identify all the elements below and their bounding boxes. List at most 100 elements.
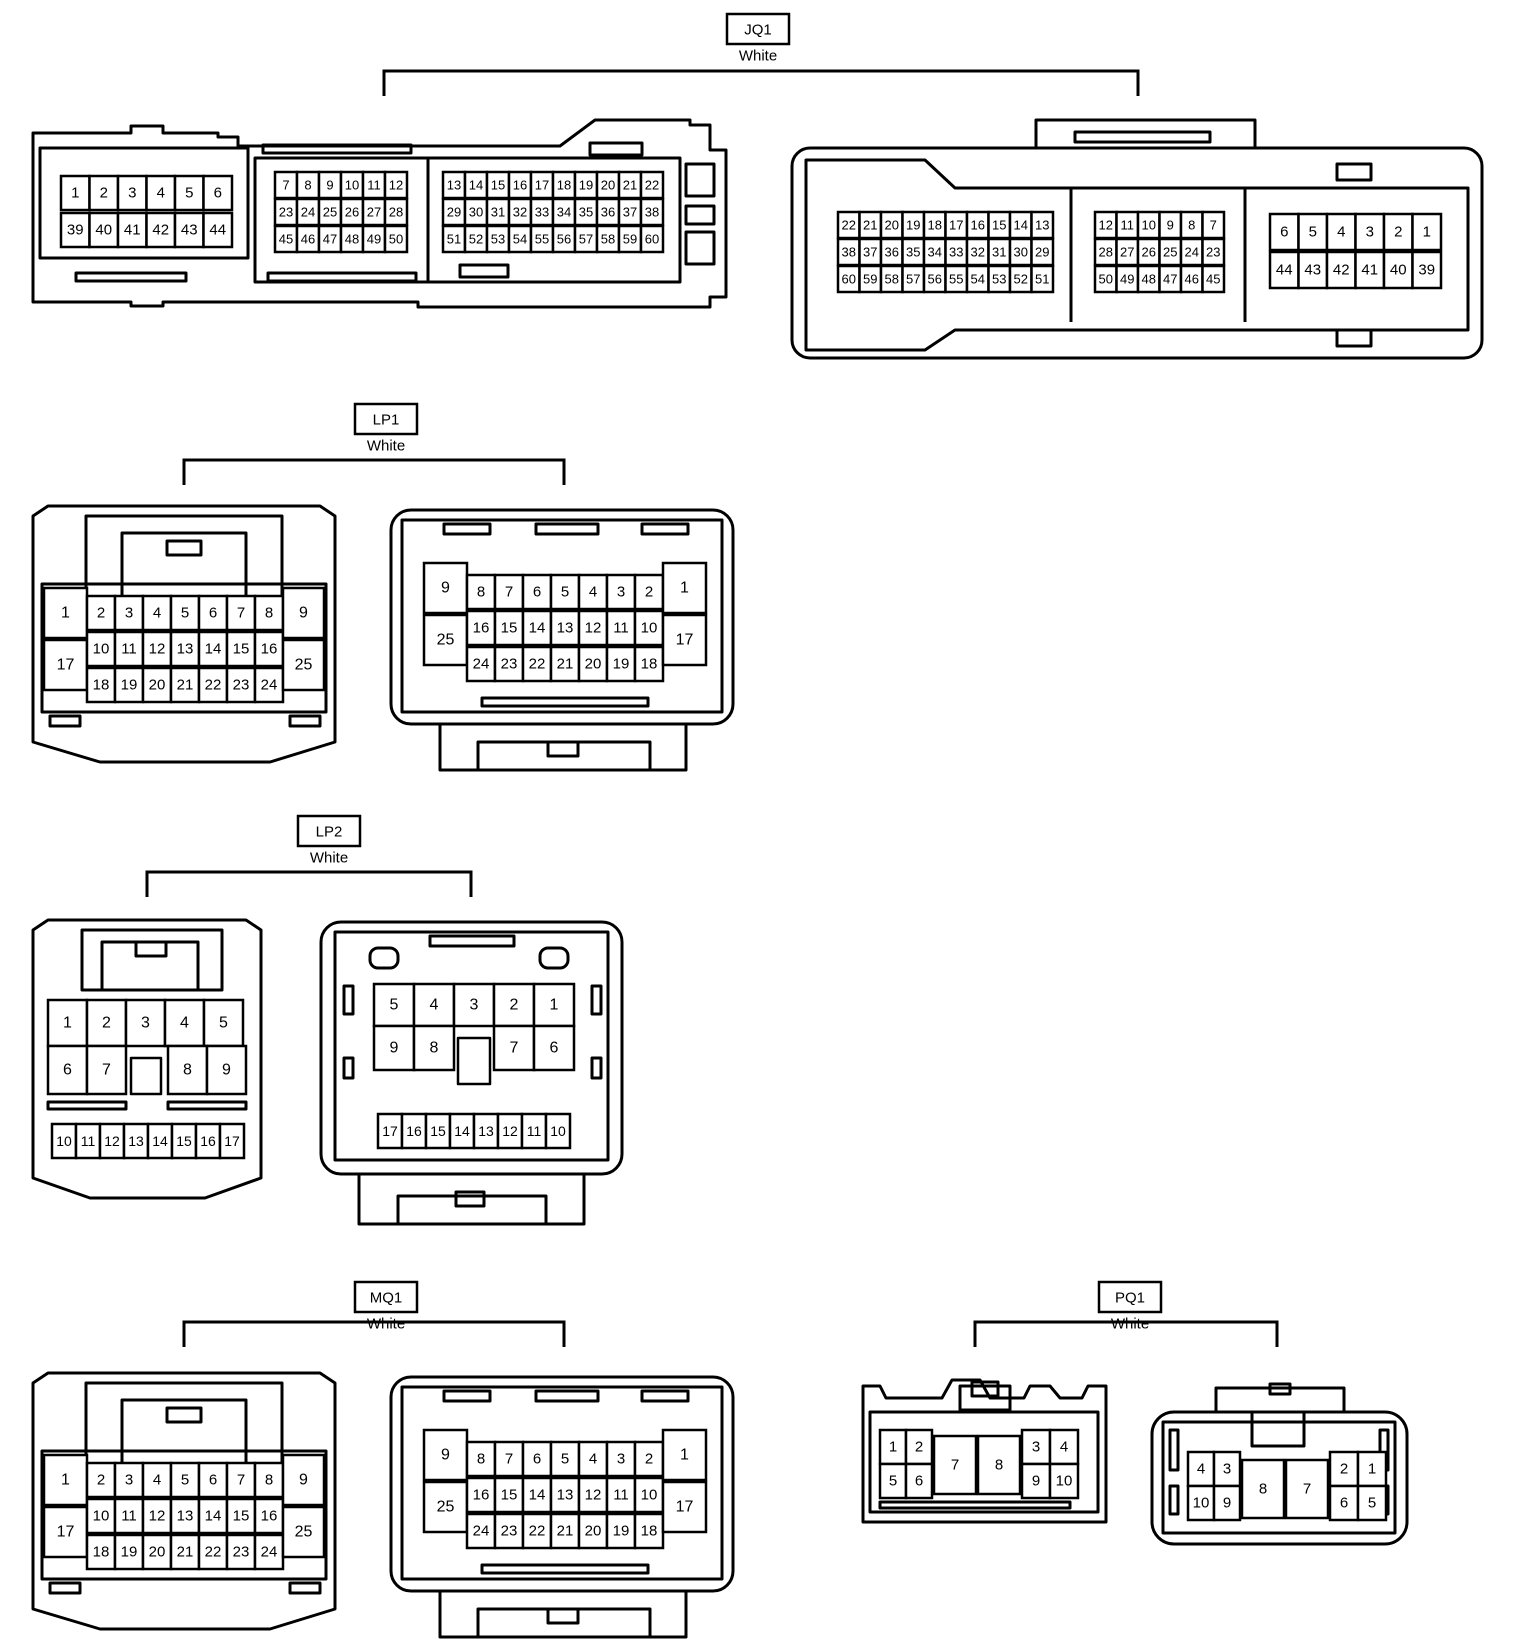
pin-number: 8 xyxy=(430,1040,439,1057)
pin-number: 22 xyxy=(529,656,546,673)
pin-number: 49 xyxy=(367,232,381,247)
pin-cavity xyxy=(116,174,148,212)
pin-number: 60 xyxy=(645,232,659,247)
pq1-left-inner xyxy=(868,1410,1100,1514)
pin-number: 5 xyxy=(390,997,399,1014)
pin-number: 17 xyxy=(224,1133,240,1149)
pin-cavity xyxy=(1212,1450,1242,1488)
pin-cavity xyxy=(59,211,91,249)
pin-number: 58 xyxy=(601,232,615,247)
jq1-left-inner-c xyxy=(426,156,682,284)
pin-cavity xyxy=(197,1533,229,1571)
pin-number: 14 xyxy=(529,620,546,637)
lp1-left-pin-field xyxy=(40,582,328,714)
pin-cavity xyxy=(661,1428,708,1482)
pin-number: 19 xyxy=(613,656,630,673)
rib xyxy=(288,1581,322,1595)
pin-cavity xyxy=(376,1112,404,1150)
pin-cavity xyxy=(88,174,120,212)
pin-number: 2 xyxy=(97,1472,105,1489)
pin-cavity xyxy=(465,1440,497,1478)
pin-number: 13 xyxy=(128,1133,144,1149)
pin-number: 20 xyxy=(149,1544,166,1561)
pin-number: 37 xyxy=(863,245,877,260)
pin-number: 53 xyxy=(491,232,505,247)
pin-number: 4 xyxy=(1337,224,1345,241)
pin-number: 12 xyxy=(389,178,403,193)
pin-number: 45 xyxy=(1206,272,1220,287)
latch-tab xyxy=(454,1190,486,1208)
pin-number: 5 xyxy=(1368,1495,1376,1512)
pin-number: 3 xyxy=(617,1451,625,1468)
pin-number: 2 xyxy=(1340,1461,1348,1478)
pin-number: 21 xyxy=(557,656,574,673)
pin-cavity xyxy=(452,982,496,1028)
pin-number: 44 xyxy=(1276,262,1293,279)
pin-number: 11 xyxy=(121,1508,137,1525)
key-slot xyxy=(342,1056,355,1080)
pin-number: 23 xyxy=(501,1523,518,1540)
pin-number: 26 xyxy=(345,205,359,220)
pin-number: 13 xyxy=(447,178,461,193)
pin-number: 4 xyxy=(157,185,165,202)
pin-number: 12 xyxy=(585,620,602,637)
connector-code-box xyxy=(353,402,419,436)
pin-number: 20 xyxy=(585,1523,602,1540)
pin-number: 22 xyxy=(205,677,222,694)
pin-cavity xyxy=(85,1533,117,1571)
pin-cavity xyxy=(113,630,145,668)
pin-cavity xyxy=(202,174,234,212)
pin-number: 44 xyxy=(209,222,226,239)
pin-number: 5 xyxy=(219,1015,228,1032)
pin-number: 2 xyxy=(645,584,653,601)
pin-number: 1 xyxy=(71,185,79,202)
pin-number: 54 xyxy=(971,272,985,287)
mq1-right-bottom-latch xyxy=(438,1591,688,1639)
rib xyxy=(368,946,400,970)
pin-number: 17 xyxy=(57,657,75,674)
connector-color: White xyxy=(310,850,348,867)
pin-number: 18 xyxy=(93,1544,110,1561)
latch-tab xyxy=(546,1607,580,1625)
jq1-left-housing xyxy=(31,118,728,309)
pin-number: 6 xyxy=(214,185,222,202)
pin-cavity xyxy=(1356,1484,1388,1522)
pin-number: 2 xyxy=(100,185,108,202)
pin-cavity xyxy=(116,211,148,249)
pin-cavity xyxy=(113,594,145,632)
pin-number: 22 xyxy=(842,218,856,233)
pin-number: 58 xyxy=(885,272,899,287)
pin-number: 59 xyxy=(863,272,877,287)
pin-cavity xyxy=(496,1112,524,1150)
lp1-right-bottom-latch xyxy=(438,724,688,772)
lp2-left-latch xyxy=(80,928,224,992)
pin-number: 40 xyxy=(1390,262,1407,279)
pin-number: 2 xyxy=(1394,224,1402,241)
pin-number: 7 xyxy=(1303,1481,1311,1498)
pin-number: 37 xyxy=(623,205,637,220)
pin-number: 10 xyxy=(345,178,359,193)
pin-number: 10 xyxy=(641,1487,658,1504)
rib xyxy=(442,1389,492,1403)
pin-number: 51 xyxy=(447,232,461,247)
pin-number: 13 xyxy=(478,1123,494,1139)
pin-cavity xyxy=(422,613,469,667)
pin-number: 52 xyxy=(469,232,483,247)
latch-tab xyxy=(134,940,168,958)
pin-number: 12 xyxy=(502,1123,518,1139)
pin-cavity xyxy=(412,1024,456,1072)
pin-number: 52 xyxy=(1014,272,1028,287)
pq1-right-housing xyxy=(1150,1410,1409,1546)
connector-code-box xyxy=(725,12,791,46)
pin-cavity xyxy=(493,609,525,647)
pin-number: 7 xyxy=(237,1472,245,1489)
pin-number: 1 xyxy=(1423,224,1431,241)
pin-cavity xyxy=(42,1505,89,1559)
pin-number: 12 xyxy=(1099,218,1113,233)
pin-number: 47 xyxy=(323,232,337,247)
pin-number: 11 xyxy=(613,1487,629,1504)
pin-number: 6 xyxy=(209,605,217,622)
pin-number: 42 xyxy=(1333,262,1350,279)
